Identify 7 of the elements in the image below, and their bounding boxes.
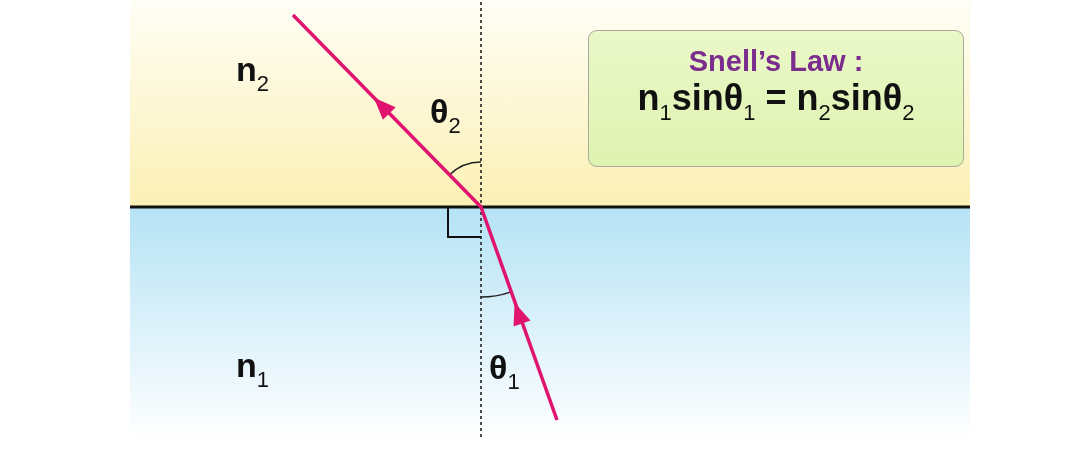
angle-label: θ$_{1}$ (489, 350, 520, 393)
formula-box (588, 30, 964, 167)
formula-title: Snell’s Law : (688, 47, 864, 76)
formula: n$_{1}$sinθ$_{1}$ = n$_{2}$sinθ$_{2}$ (637, 80, 915, 124)
refractive-index-label: n$_{1}$ (236, 348, 270, 391)
refractive-index-label: n$_{2}$ (236, 52, 270, 95)
angle-label: θ$_{2}$ (430, 94, 461, 137)
